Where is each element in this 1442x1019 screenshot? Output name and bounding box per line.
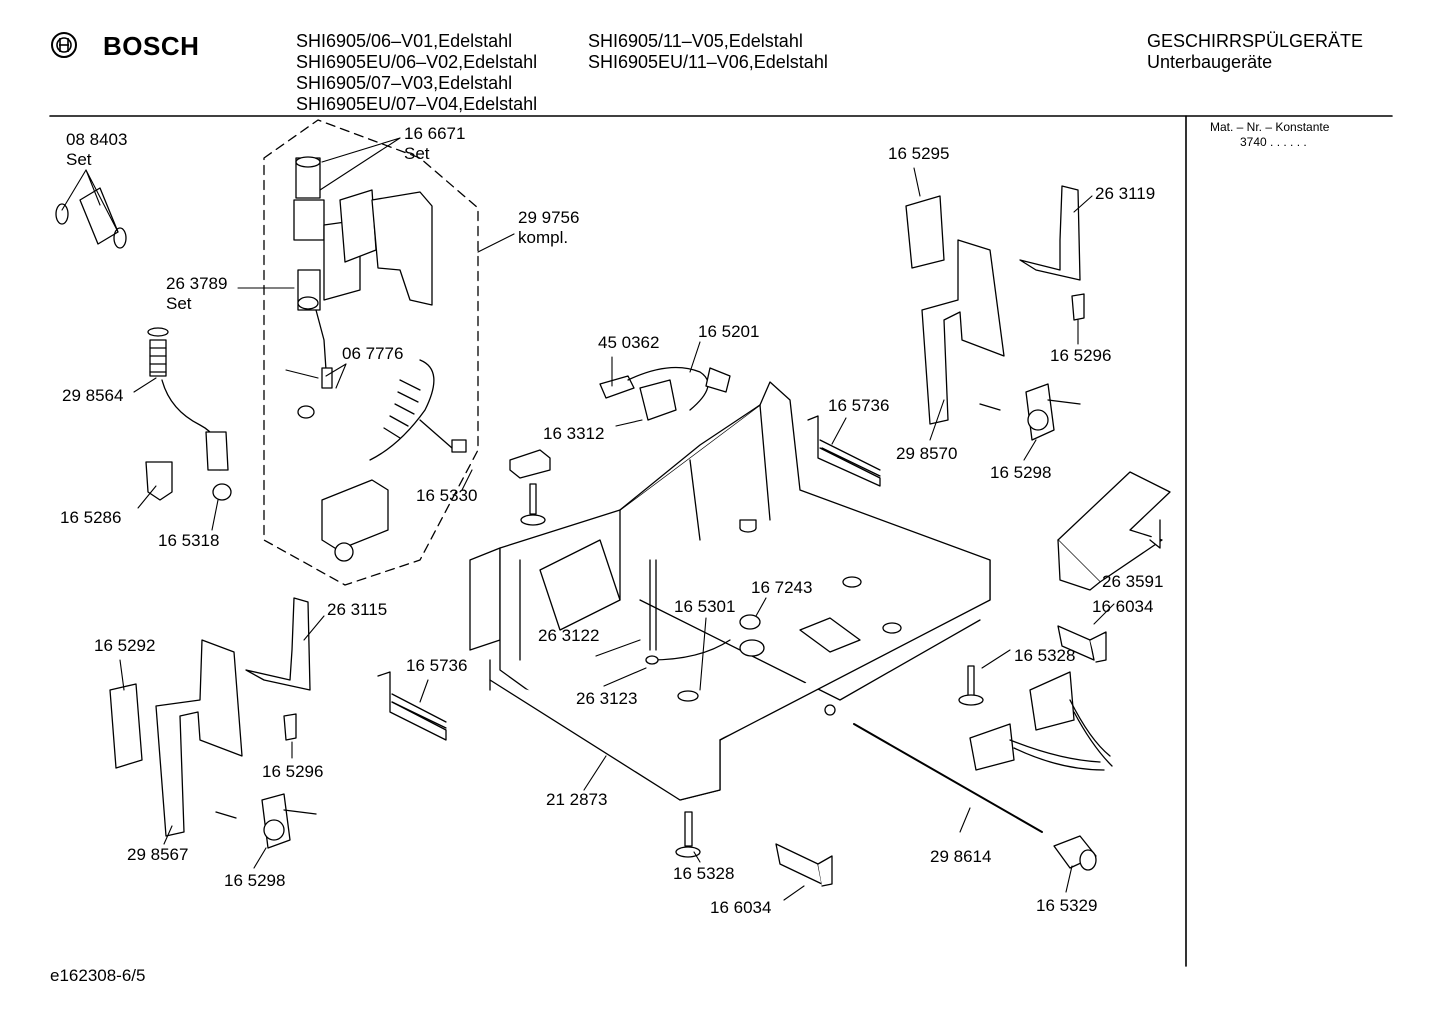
category-block: GESCHIRRSPÜLGERÄTE Unterbaugeräte	[1147, 31, 1363, 73]
part-label-165298-left: 16 5298	[224, 871, 286, 890]
leader-lines	[61, 137, 1115, 901]
part-label-165201: 16 5201	[698, 322, 760, 341]
part-label-067776: 06 7776	[342, 344, 404, 363]
model-item: SHI6905/11–V05,Edelstahl	[588, 31, 803, 51]
part-label-165328-right: 16 5328	[1014, 646, 1076, 665]
part-label-166034-bottom: 16 6034	[710, 898, 772, 917]
part-label-263122: 26 3122	[538, 626, 600, 645]
part-label-165330: 16 5330	[416, 486, 478, 505]
model-item: SHI6905EU/11–V06,Edelstahl	[588, 52, 828, 72]
pulley-left-part	[215, 793, 317, 849]
drawing-code: e162308-6/5	[50, 966, 146, 985]
part-label-165736-right: 16 5736	[828, 396, 890, 415]
part-label-165329: 16 5329	[1036, 896, 1098, 915]
part-label-163312: 16 3312	[543, 424, 605, 443]
material-value: 3740 . . . . . .	[1240, 135, 1307, 149]
part-label-165286: 16 5286	[60, 508, 122, 527]
bosch-armature-icon	[51, 32, 77, 58]
part-label-450362: 45 0362	[598, 333, 660, 352]
foot-screw-part	[520, 483, 546, 526]
wiring-harness-part	[969, 671, 1113, 771]
drain-hose-part	[369, 359, 467, 461]
model-item: SHI6905EU/07–V04,Edelstahl	[296, 94, 538, 114]
part-label-167243: 16 7243	[751, 578, 813, 597]
model-item: SHI6905/07–V03,Edelstahl	[296, 73, 513, 93]
part-label-263119: 26 3119	[1095, 184, 1156, 203]
foot-screw-right-part	[958, 665, 984, 706]
part-label-212873: 21 2873	[546, 790, 608, 809]
pump-group-outline	[263, 119, 479, 586]
part-label-088403: 08 8403 Set	[66, 130, 128, 169]
foot-screw-bottom-part	[675, 811, 701, 858]
part-label-298567: 29 8567	[127, 845, 189, 864]
part-label-165298-right: 16 5298	[990, 463, 1052, 482]
part-label-165318: 16 5318	[158, 531, 220, 550]
mounting-bracket-part	[321, 479, 389, 562]
sensor-block-part	[509, 449, 551, 479]
connector-strip-bottom-part	[775, 843, 833, 887]
model-list-1: SHI6905/06–V01,Edelstahl SHI6905EU/06–V0…	[296, 31, 537, 115]
part-label-165295: 16 5295	[888, 144, 950, 163]
part-label-298570: 29 8570	[896, 444, 958, 463]
level-switch-part	[599, 366, 731, 421]
material-constant: Mat. – Nr. – Konstante 3740 . . . . . .	[1210, 120, 1329, 150]
part-label-298564: 29 8564	[62, 386, 124, 405]
pulley-right-part	[979, 383, 1081, 441]
part-label-165296-left: 16 5296	[262, 762, 324, 781]
part-label-263115: 26 3115	[327, 600, 388, 619]
part-label-166034-right: 16 6034	[1092, 597, 1154, 616]
end-cap-part	[1053, 835, 1097, 871]
part-label-263123: 26 3123	[576, 689, 638, 708]
part-label-165292: 16 5292	[94, 636, 156, 655]
category-subtitle: Unterbaugeräte	[1147, 52, 1273, 72]
model-list-2: SHI6905/11–V05,Edelstahl SHI6905EU/11–V0…	[588, 31, 828, 73]
hinge-bracket-left-part	[109, 597, 311, 837]
part-label-165296-right: 16 5296	[1050, 346, 1112, 365]
part-label-263789: 26 3789 Set	[166, 274, 228, 313]
part-label-165301: 16 5301	[674, 597, 736, 616]
base-tub-part	[469, 381, 991, 801]
part-label-166671: 16 6671 Set	[404, 124, 466, 163]
hose-piece-part	[55, 187, 127, 249]
brand-name: BOSCH	[103, 31, 200, 61]
connector-strip-right-part	[1057, 625, 1107, 663]
part-label-165736-left: 16 5736	[406, 656, 468, 675]
part-label-165328-bottom: 16 5328	[673, 864, 735, 883]
model-item: SHI6905EU/06–V02,Edelstahl	[296, 52, 538, 72]
part-label-299756: 29 9756 kompl.	[518, 208, 580, 247]
model-item: SHI6905/06–V01,Edelstahl	[296, 31, 513, 51]
material-heading: Mat. – Nr. – Konstante	[1210, 120, 1330, 134]
bosch-logo	[50, 31, 78, 64]
part-label-263591: 26 3591	[1102, 572, 1164, 591]
pump-assembly-part	[293, 156, 433, 419]
hinge-bracket-right-part	[905, 185, 1085, 425]
part-label-298614: 29 8614	[930, 847, 992, 866]
control-board-part	[1057, 471, 1171, 591]
category-title: GESCHIRRSPÜLGERÄTE	[1147, 31, 1364, 51]
float-cable-part	[645, 639, 731, 665]
hinge-spring-left-part	[377, 671, 447, 741]
rod-part	[853, 723, 1043, 833]
spring-hose-part	[147, 327, 232, 501]
hinge-spring-right-part	[807, 415, 881, 487]
